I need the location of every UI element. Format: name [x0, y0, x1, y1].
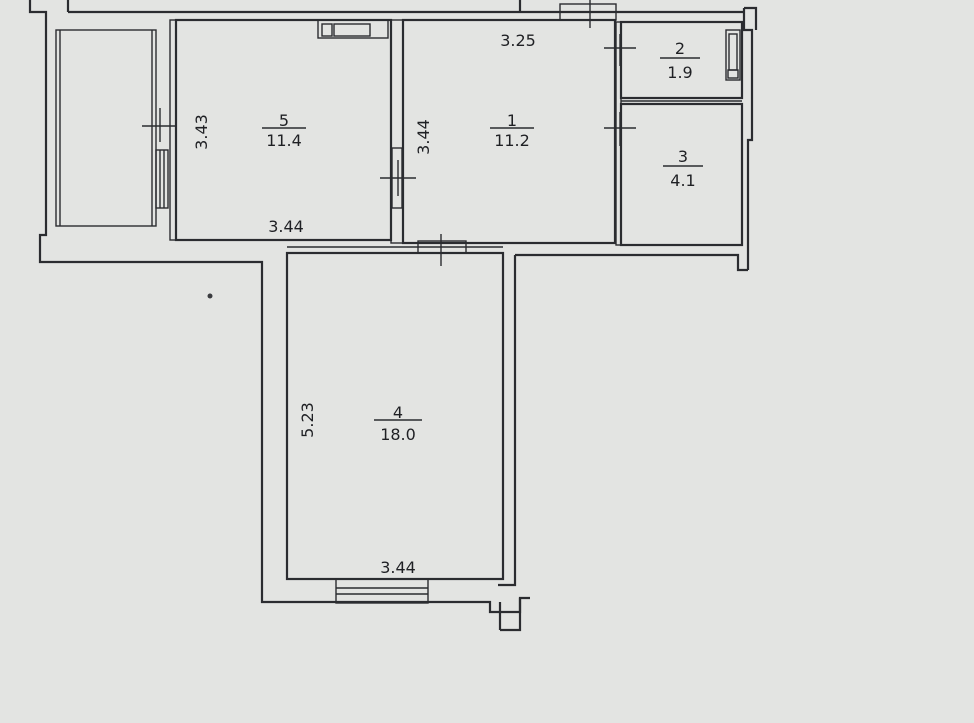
dim-room5-left: 3.43	[192, 114, 211, 150]
dim-room5-bottom: 3.44	[268, 217, 304, 236]
room-label-2: 2 1.9	[660, 39, 700, 82]
room-5-number: 5	[279, 111, 289, 130]
room-2-number: 2	[675, 39, 685, 58]
dim-room1-top: 3.25	[500, 31, 536, 50]
room-4-area: 18.0	[380, 425, 416, 444]
room4-window	[335, 578, 429, 604]
outer-walls	[28, 0, 758, 632]
plan-dot	[207, 293, 213, 299]
balcony	[55, 29, 157, 227]
dim-room4-bottom: 3.44	[380, 558, 416, 577]
room-3-number: 3	[678, 147, 688, 166]
room-1-area: 11.2	[494, 131, 530, 150]
dim-room1-left: 3.44	[414, 119, 433, 155]
room-label-3: 3 4.1	[663, 147, 703, 190]
dim-room4-left: 5.23	[298, 402, 317, 438]
room5-radiator	[317, 19, 389, 39]
room-4-number: 4	[393, 403, 403, 422]
room-label-5: 5 11.4	[262, 111, 306, 150]
room-3	[619, 100, 744, 247]
room-label-4: 4 18.0	[374, 403, 422, 444]
room-2-area: 1.9	[667, 63, 692, 82]
room-1-number: 1	[507, 111, 517, 130]
door-1-2	[604, 34, 636, 66]
room-3-area: 4.1	[670, 171, 695, 190]
entry-door	[559, 0, 617, 28]
door-1-4	[417, 234, 467, 266]
room-1	[390, 18, 617, 245]
door-5-1	[380, 147, 416, 209]
room5-balcony-door	[142, 108, 176, 209]
door-1-3	[604, 112, 636, 146]
room-5-area: 11.4	[266, 131, 302, 150]
room-label-1: 1 11.2	[490, 111, 534, 150]
